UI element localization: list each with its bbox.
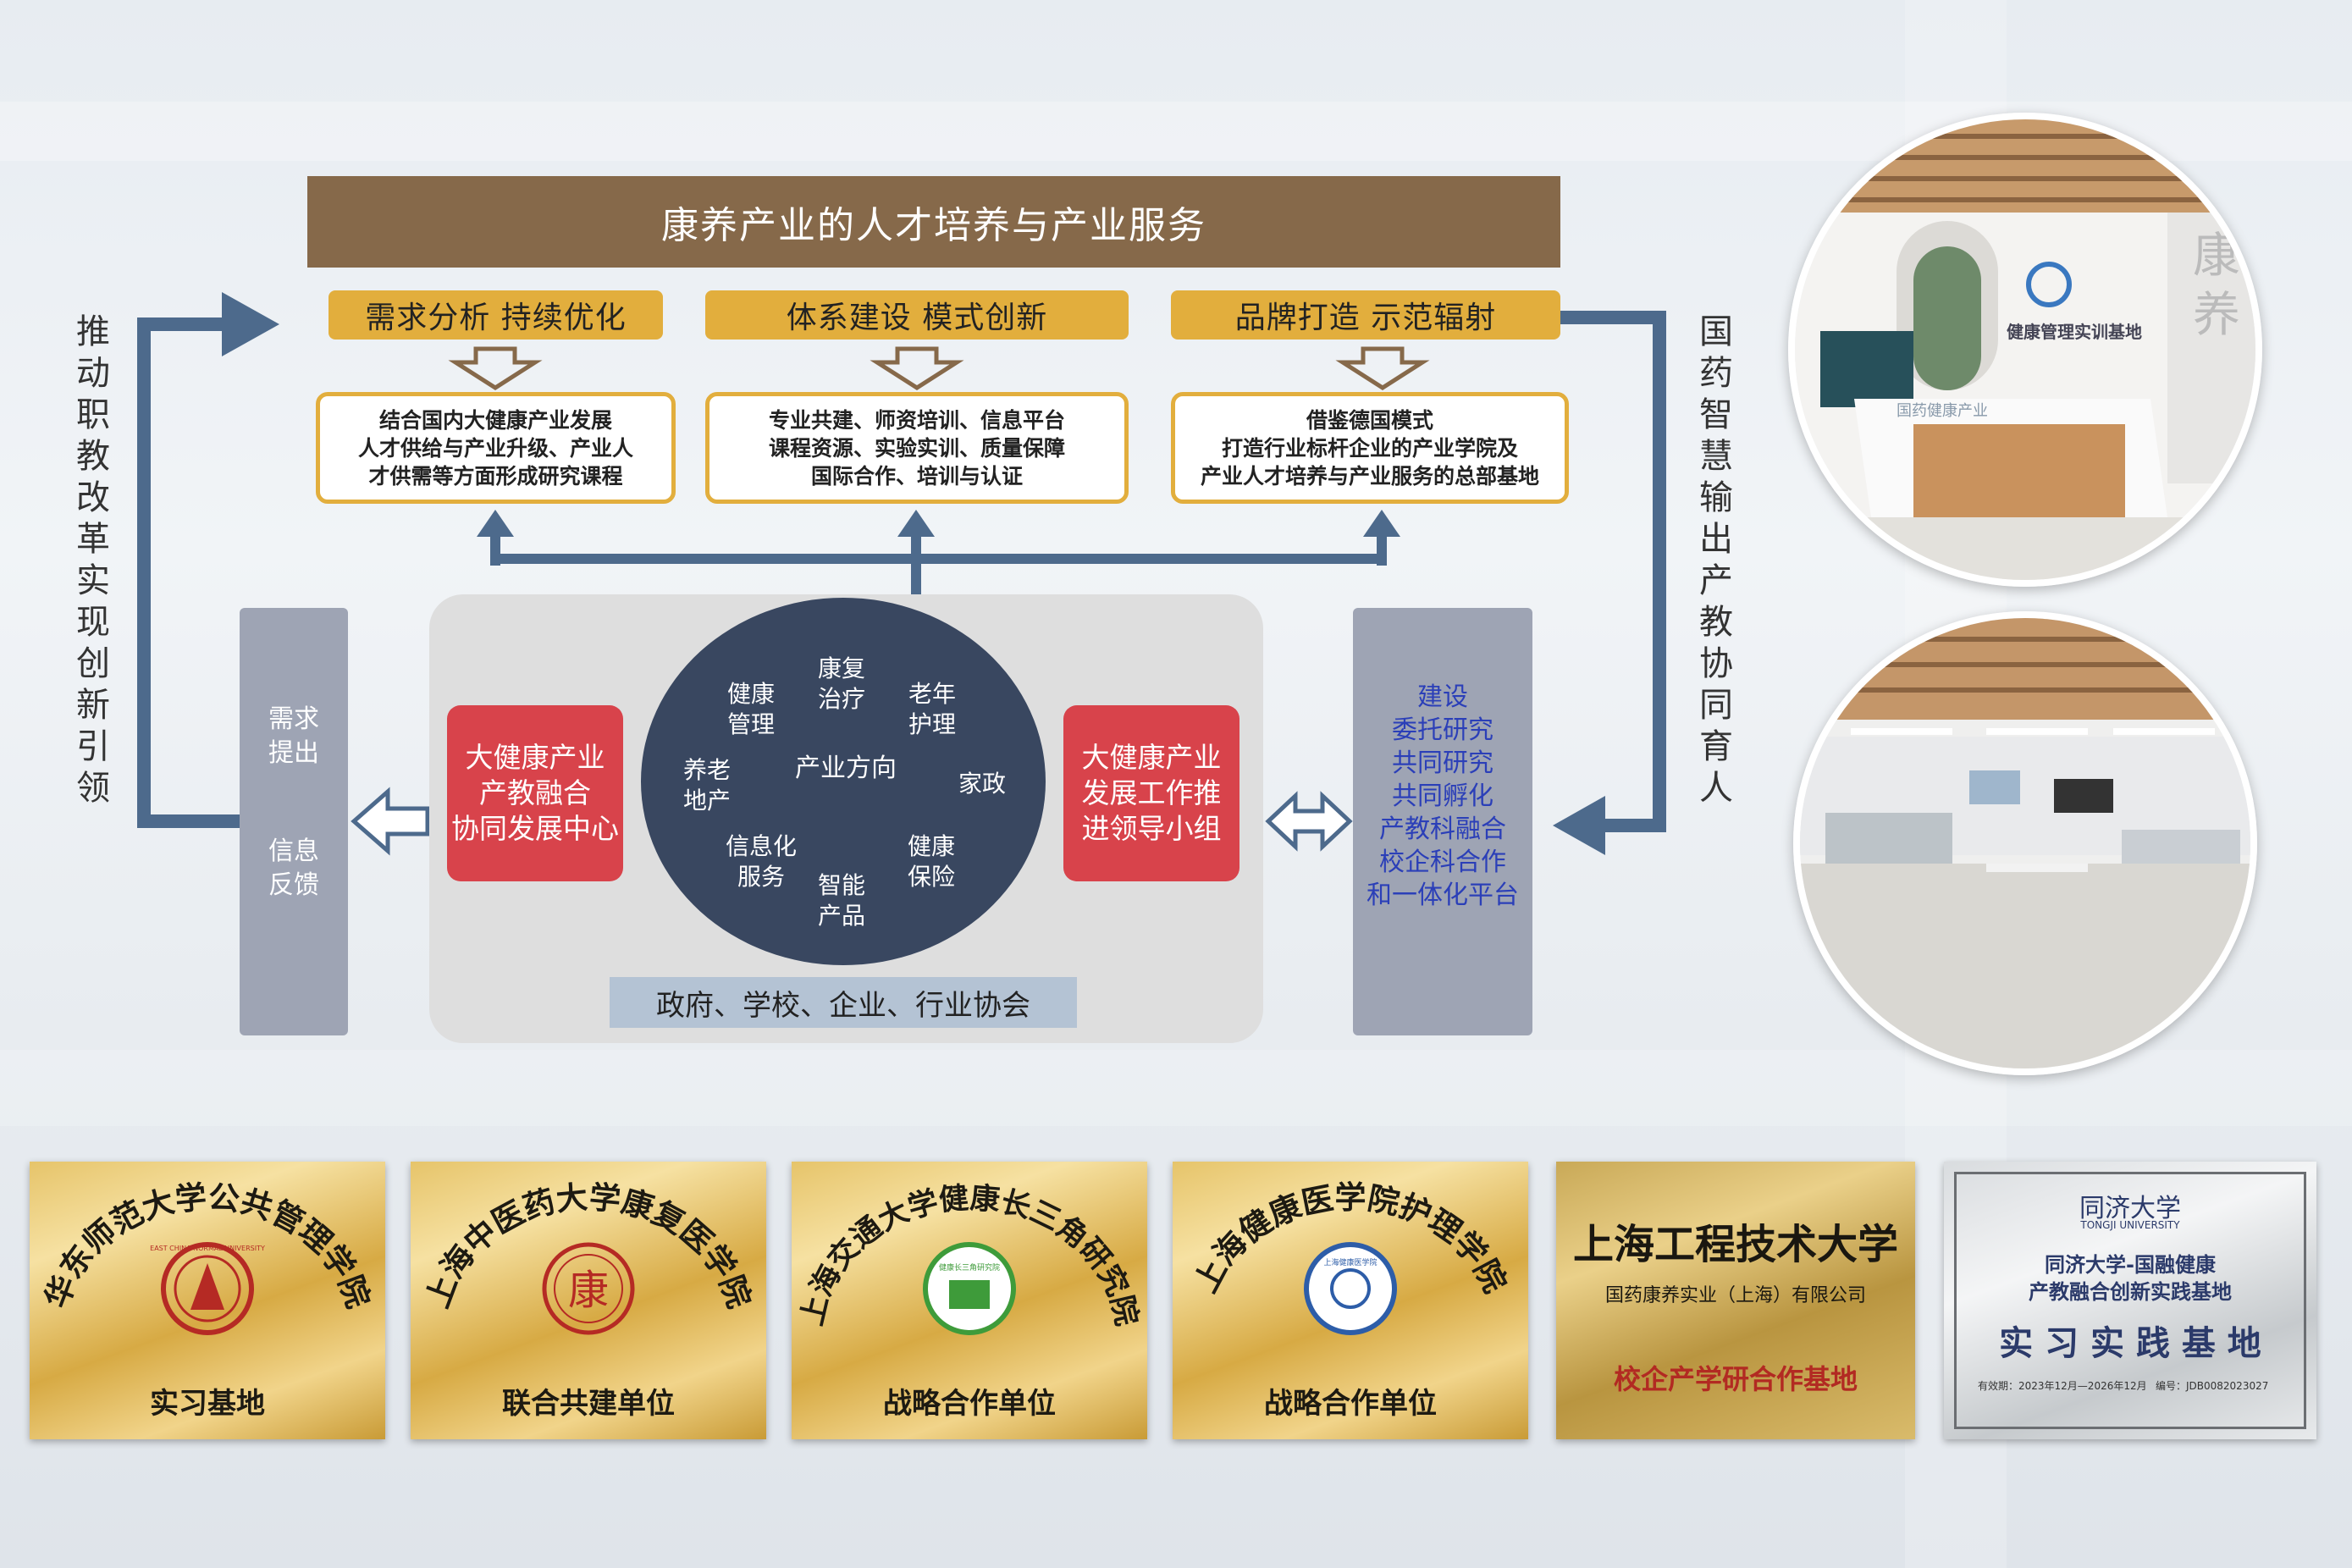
plaque-bottom: 校企产学研合作基地 [1613, 1363, 1858, 1395]
plaque-big: 实 习 实 践 基 地 [1999, 1324, 2261, 1363]
box-line: 产业人才培养与产业服务的总部基地 [1200, 463, 1539, 489]
plaque-logo: 同济大学 [2079, 1194, 2181, 1223]
demand-raise-label: 需求提出 [268, 704, 319, 768]
circle-item: 老年护理 [908, 680, 956, 738]
red-line: 协同发展中心 [451, 812, 619, 845]
pill-system: 体系建设 模式创新 [705, 290, 1129, 340]
box-line: 国际合作、培训与认证 [810, 463, 1023, 489]
plaque-sumhs: 上海健康医学院护理学院 上海健康医学院 战略合作单位 [1173, 1162, 1528, 1439]
circle-center: 产业方向 [795, 754, 897, 783]
red-line: 进领导小组 [1081, 812, 1222, 845]
plaque-bottom: 联合共建单位 [502, 1387, 675, 1421]
hollow-double-arrow [1265, 791, 1353, 852]
box-line: 专业共建、师资培训、信息平台 [768, 407, 1065, 433]
circle-item: 健康保险 [907, 832, 955, 891]
plaque-seal: EAST CHINA NORMAL UNIVERSITY [150, 1245, 265, 1252]
svg-text:养: 养 [2193, 288, 2240, 343]
up-distribution-arrows [490, 532, 1387, 594]
platform-column: 建设 委托研究 共同研究 共同孵化 产教科融合 校企科合作 和一体化平台 [1353, 608, 1532, 1035]
diagram-title: 康养产业的人才培养与产业服务 [307, 176, 1560, 268]
hollow-left-arrow [351, 787, 430, 856]
training-hall-photo [1793, 611, 2257, 1075]
red-line: 发展工作推 [1081, 776, 1222, 809]
box-line: 借鉴德国模式 [1306, 407, 1433, 433]
plaque-ecnu: 华东师范大学公共管理学院 EAST CHINA NORMAL UNIVERSIT… [30, 1162, 385, 1439]
up-arrowhead-2 [897, 510, 935, 537]
training-hall-illustration [1800, 618, 2250, 1068]
photo-sign: 健康管理实训基地 [2007, 322, 2142, 342]
down-hollow-arrow-1 [448, 346, 543, 390]
plaque-seal: 康 [568, 1267, 609, 1314]
plaque-top: 上海工程技术大学 [1572, 1221, 1898, 1268]
circle-item: 智能产品 [817, 871, 865, 930]
platform-line: 委托研究 [1392, 715, 1493, 745]
circle-item: 信息化服务 [725, 832, 797, 891]
platform-line: 产教科融合 [1379, 814, 1506, 844]
box-brand: 借鉴德国模式 打造行业标杆企业的产业学院及 产业人才培养与产业服务的总部基地 [1171, 392, 1569, 504]
photo-sign: 国药健康产业 [1897, 402, 1988, 420]
box-line: 结合国内大健康产业发展 [378, 407, 612, 433]
industry-direction-circle: 产业方向 健康管理 康复治疗 老年护理 养老地产 家政 信息化服务 智能产品 健… [641, 598, 1046, 965]
plaque-serial: 编号：JDB0082023027 [2156, 1380, 2269, 1392]
right-red-box: 大健康产业 发展工作推 进领导小组 [1063, 705, 1239, 881]
red-line: 大健康产业 [1081, 741, 1222, 774]
box-line: 才供需等方面形成研究课程 [368, 463, 623, 489]
circle-item: 健康管理 [726, 680, 775, 738]
platform-line: 和一体化平台 [1366, 881, 1519, 910]
right-loop-arrow [1560, 311, 1666, 832]
platform-line: 校企科合作 [1379, 847, 1506, 877]
plaque-seal: 上海健康医学院 [1323, 1257, 1377, 1267]
box-line: 人才供给与产业升级、产业人 [357, 435, 633, 461]
box-line: 打造行业标杆企业的产业学院及 [1221, 435, 1518, 461]
plaque-bottom: 实习基地 [150, 1387, 265, 1421]
platform-line: 共同孵化 [1392, 781, 1493, 811]
up-arrowhead-3 [1363, 510, 1400, 537]
red-line: 产教融合 [479, 776, 591, 809]
plaque-logo-en: TONGJI UNIVERSITY [2080, 1219, 2180, 1231]
stakeholder-bar: 政府、学校、企业、行业协会 [610, 977, 1077, 1028]
plaque-shutcm-art: 上海中医药大学康复医学院 康 [418, 1178, 759, 1335]
feedback-column: 需求提出 信息反馈 [240, 608, 348, 1035]
left-red-box: 大健康产业 产教融合 协同发展中心 [447, 705, 623, 881]
plaque-ecnu-art: 华东师范大学公共管理学院 EAST CHINA NORMAL UNIVERSIT… [37, 1178, 378, 1335]
circle-item: 家政 [958, 770, 1006, 798]
reception-illustration: 康 养 健康管理实训基地 国药健康产业 [1795, 119, 2255, 580]
circle-item: 养老地产 [682, 756, 731, 814]
platform-line: 建设 [1417, 682, 1468, 712]
right-vertical-text: 国药智慧输出 产教协同育人 [1699, 312, 1733, 808]
plaque-sumhs-art: 上海健康医学院护理学院 上海健康医学院 [1187, 1179, 1514, 1335]
plaque-sjtu: 上海交通大学健康长三角研究院 健康长三角研究院 战略合作单位 [792, 1162, 1147, 1439]
info-feedback-label: 信息反馈 [268, 836, 319, 900]
platform-line: 共同研究 [1392, 748, 1493, 778]
pill-brand: 品牌打造 示范辐射 [1171, 290, 1560, 340]
left-vertical-text: 推动职教改革 实现创新引领 [76, 312, 110, 808]
plaque-middle: 国药康养实业（上海）有限公司 [1604, 1285, 1866, 1306]
plaque-sues: 上海工程技术大学 国药康养实业（上海）有限公司 校企产学研合作基地 [1556, 1162, 1915, 1439]
right-loop-arrowhead [1553, 796, 1605, 855]
box-line: 课程资源、实验实训、质量保障 [768, 435, 1065, 461]
plaque-line: 同济大学-国融健康 [2045, 1253, 2216, 1277]
pill-demand: 需求分析 持续优化 [329, 290, 663, 340]
plaque-line: 产教融合创新实践基地 [2029, 1280, 2232, 1304]
box-research: 结合国内大健康产业发展 人才供给与产业升级、产业人 才供需等方面形成研究课程 [316, 392, 676, 504]
circle-item: 康复治疗 [817, 654, 865, 713]
svg-text:康: 康 [2193, 229, 2240, 284]
down-hollow-arrow-3 [1335, 346, 1430, 390]
plaque-seal: 健康长三角研究院 [939, 1262, 1000, 1273]
plaque-bottom: 战略合作单位 [883, 1387, 1056, 1421]
box-system: 专业共建、师资培训、信息平台 课程资源、实验实训、质量保障 国际合作、培训与认证 [705, 392, 1129, 504]
left-loop-arrowhead [222, 292, 279, 356]
plaque-shutcm: 上海中医药大学康复医学院 康 联合共建单位 [411, 1162, 766, 1439]
up-arrowhead-1 [477, 510, 514, 537]
plaque-validity: 有效期：2023年12月—2026年12月 [1978, 1380, 2147, 1392]
plaque-tongji: 同济大学 TONGJI UNIVERSITY 同济大学-国融健康 产教融合创新实… [1944, 1162, 2316, 1439]
plaque-bottom: 战略合作单位 [1264, 1387, 1437, 1421]
down-hollow-arrow-2 [870, 346, 964, 390]
left-loop-arrow [137, 317, 246, 828]
plaque-sjtu-art: 上海交通大学健康长三角研究院 健康长三角研究院 [794, 1180, 1145, 1335]
red-line: 大健康产业 [465, 741, 605, 774]
reception-photo: 康 养 健康管理实训基地 国药健康产业 [1788, 113, 2262, 587]
